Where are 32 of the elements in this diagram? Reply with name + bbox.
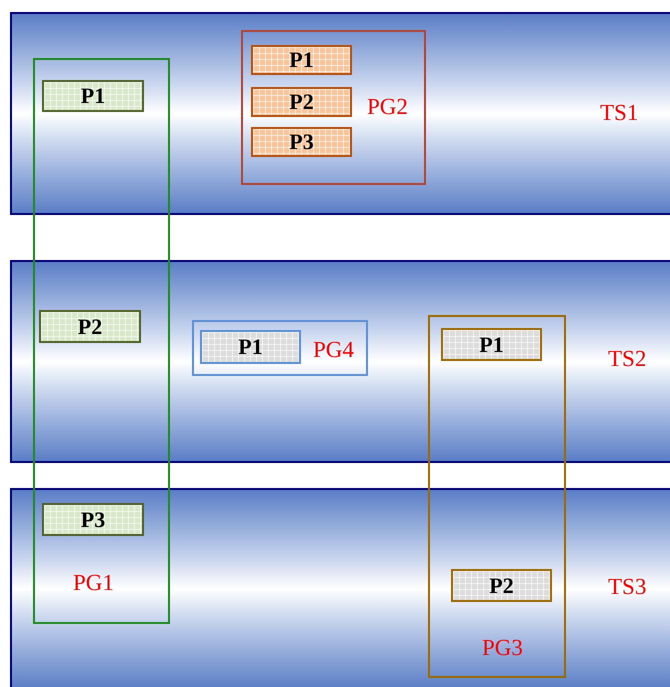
- group-frame: [241, 30, 426, 185]
- session-band: [10, 12, 670, 215]
- process-box: [451, 569, 552, 602]
- session-band: [10, 260, 670, 463]
- process-label: P3: [80, 508, 106, 530]
- process-box: [251, 127, 352, 157]
- session-band: [10, 488, 670, 687]
- group-frame: [192, 320, 368, 376]
- group-frame: [428, 315, 566, 678]
- process-label: P3: [289, 131, 314, 153]
- group-label: PG2: [367, 94, 408, 120]
- process-box: [200, 330, 301, 364]
- process-label: P1: [80, 85, 106, 107]
- band-label: TS1: [600, 100, 638, 126]
- process-label: P2: [489, 574, 514, 596]
- process-label: P1: [238, 336, 263, 358]
- band-label: TS2: [608, 346, 646, 372]
- group-label: PG1: [73, 570, 114, 596]
- process-box: [251, 45, 352, 75]
- process-box: [251, 87, 352, 117]
- process-label: P1: [479, 334, 504, 356]
- group-frame: [33, 58, 170, 624]
- process-box: [42, 80, 144, 112]
- process-box: [441, 328, 542, 361]
- process-box: [42, 503, 144, 536]
- process-label: P1: [289, 49, 314, 71]
- band-label: TS3: [608, 574, 646, 600]
- process-label: P2: [78, 316, 102, 338]
- process-box: [39, 310, 141, 343]
- group-label: PG3: [482, 635, 523, 661]
- process-label: P2: [289, 91, 314, 113]
- group-label: PG4: [313, 337, 354, 363]
